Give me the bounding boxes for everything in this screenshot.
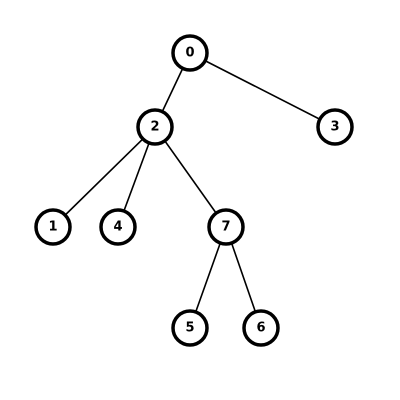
tree-node-1: 1 bbox=[34, 208, 72, 246]
node-label-7: 7 bbox=[221, 220, 230, 235]
node-label-2: 2 bbox=[150, 120, 159, 135]
edge-2-7 bbox=[154, 126, 227, 228]
node-label-0: 0 bbox=[185, 46, 194, 61]
tree-node-7: 7 bbox=[207, 208, 245, 246]
tree-node-6: 6 bbox=[242, 309, 280, 347]
tree-node-5: 5 bbox=[171, 309, 209, 347]
edge-2-1 bbox=[52, 126, 156, 228]
node-label-5: 5 bbox=[185, 321, 194, 336]
tree-node-4: 4 bbox=[99, 208, 137, 246]
tree-node-3: 3 bbox=[316, 108, 354, 146]
node-label-1: 1 bbox=[48, 220, 57, 235]
nodes-layer: 0 2 3 1 4 7 5 6 bbox=[34, 34, 354, 347]
node-label-3: 3 bbox=[330, 120, 339, 135]
edge-0-3 bbox=[189, 52, 336, 128]
node-label-6: 6 bbox=[256, 321, 265, 336]
tree-node-2: 2 bbox=[136, 108, 174, 146]
tree-node-0: 0 bbox=[171, 34, 209, 72]
edges-layer bbox=[52, 52, 336, 329]
node-label-4: 4 bbox=[113, 220, 122, 235]
